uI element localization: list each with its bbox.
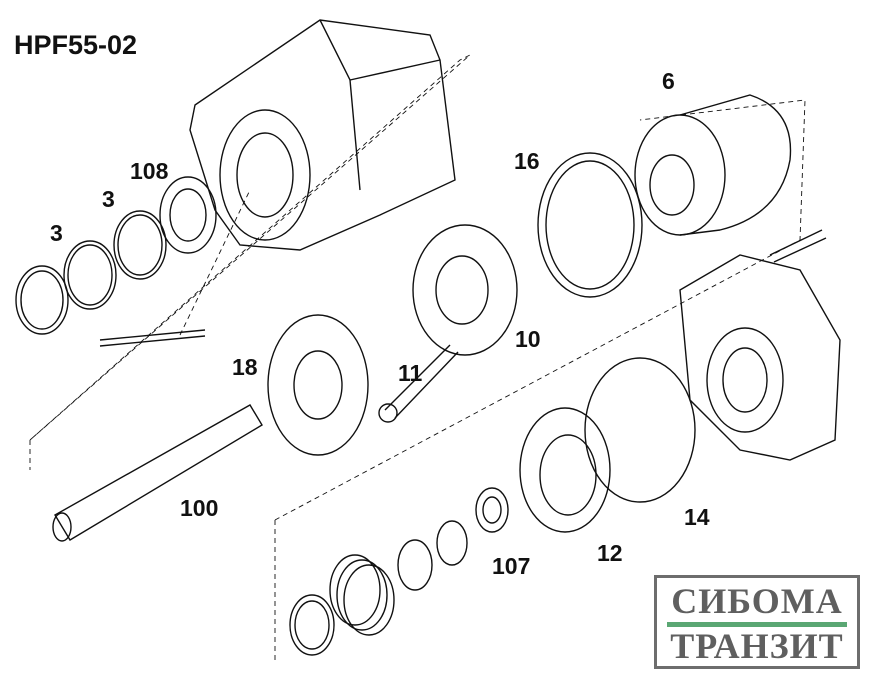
end-cover: [679, 229, 841, 461]
cylinder-block: [634, 94, 792, 236]
washer: [289, 594, 335, 656]
logo-line-2: ТРАНЗИТ: [670, 626, 844, 666]
spring: [329, 554, 395, 636]
callout-6: 6: [662, 68, 675, 94]
valve-plate-gasket: [537, 152, 643, 298]
drive-shaft: [52, 404, 263, 542]
callout-14: 14: [684, 504, 710, 530]
callout-10: 10: [515, 326, 541, 352]
piston: [378, 344, 459, 423]
callout-12: 12: [597, 540, 623, 566]
callout-18: 18: [232, 354, 258, 380]
logo-divider: [667, 622, 847, 627]
snap-ring: [436, 520, 468, 566]
company-logo: СИБОМА ТРАНЗИТ: [654, 575, 860, 669]
callout-107: 107: [492, 553, 531, 579]
guide-lines: [29, 54, 806, 660]
callout-11: 11: [398, 360, 423, 386]
bearing: [475, 487, 509, 533]
ring: [397, 539, 433, 591]
pump-housing: [189, 19, 456, 251]
callout-108: 108: [130, 158, 169, 184]
callout-100: 100: [180, 495, 219, 521]
port-plate: [519, 407, 611, 533]
retainer-plate: [412, 224, 518, 356]
callout-16: 16: [514, 148, 540, 174]
o-ring: [584, 357, 696, 503]
swash-plate: [267, 314, 369, 456]
callout-3-inner: 3: [102, 186, 115, 212]
diagram-title: HPF55-02: [14, 30, 138, 60]
logo-line-1: СИБОМА: [671, 581, 843, 621]
retaining-rings-left: [15, 176, 217, 347]
callout-3-outer: 3: [50, 220, 63, 246]
